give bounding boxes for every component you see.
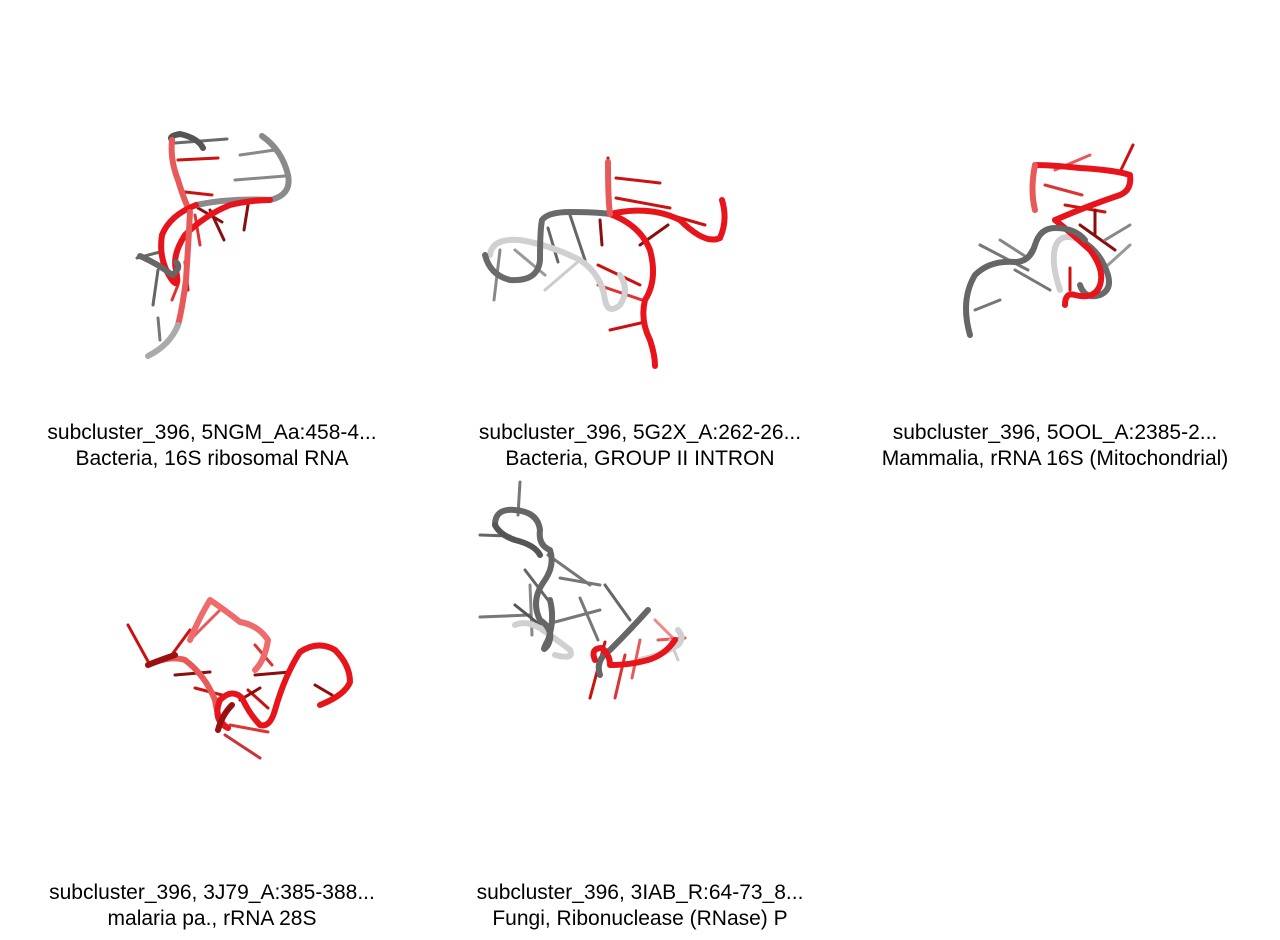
rna-structure-render-4 xyxy=(126,597,353,760)
panel-subtitle: Bacteria, GROUP II INTRON xyxy=(505,447,775,470)
panel-subtitle: Bacteria, 16S ribosomal RNA xyxy=(75,447,349,470)
panel-title: subcluster_396, 3J79_A:385-388... xyxy=(49,881,375,904)
panel-title: subcluster_396, 5OOL_A:2385-2... xyxy=(892,421,1218,444)
structure-panel-5: subcluster_396, 3IAB_R:64-73_8... Fungi,… xyxy=(430,460,850,940)
panel-caption: subcluster_396, 3J79_A:385-388... malari… xyxy=(0,880,424,932)
rna-structure-render-1 xyxy=(135,131,292,359)
panel-subtitle: Mammalia, rRNA 16S (Mitochondrial) xyxy=(881,447,1229,470)
base-sticks xyxy=(478,480,687,700)
panel-subtitle: malaria pa., rRNA 28S xyxy=(107,907,317,930)
panel-title: subcluster_396, 5NGM_Aa:458-4... xyxy=(47,421,377,444)
base-sticks xyxy=(126,608,334,760)
panel-caption: subcluster_396, 5OOL_A:2385-2... Mammali… xyxy=(850,420,1260,472)
structure-panel-4: subcluster_396, 3J79_A:385-388... malari… xyxy=(0,460,430,940)
panel-caption: subcluster_396, 5G2X_A:262-26... Bacteri… xyxy=(430,420,850,472)
panel-title: subcluster_396, 5G2X_A:262-26... xyxy=(478,421,802,444)
structure-panel-2: subcluster_396, 5G2X_A:262-26... Bacteri… xyxy=(430,0,850,480)
rna-structure-render-5 xyxy=(478,480,687,700)
panel-caption: subcluster_396, 3IAB_R:64-73_8... Fungi,… xyxy=(430,880,850,932)
rna-structure-render-2 xyxy=(482,156,728,369)
structure-panel-1: subcluster_396, 5NGM_Aa:458-4... Bacteri… xyxy=(0,0,430,480)
panel-caption: subcluster_396, 5NGM_Aa:458-4... Bacteri… xyxy=(0,420,424,472)
panel-title: subcluster_396, 3IAB_R:64-73_8... xyxy=(476,881,804,904)
panel-subtitle: Fungi, Ribonuclease (RNase) P xyxy=(492,907,788,930)
rna-structure-render-3 xyxy=(963,143,1135,338)
structure-panel-3: subcluster_396, 5OOL_A:2385-2... Mammali… xyxy=(850,0,1280,480)
